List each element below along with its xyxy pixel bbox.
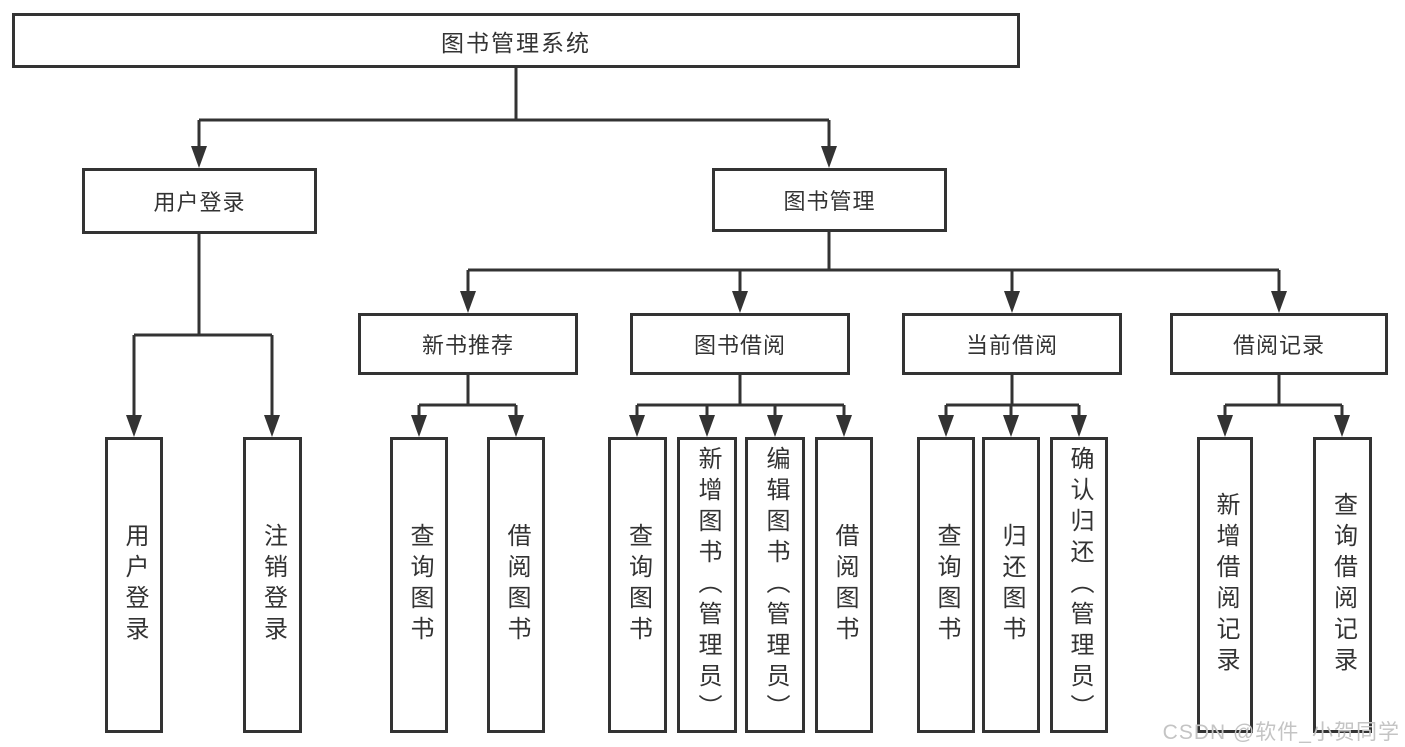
leaf-logout-login: 注销登录: [243, 437, 302, 733]
node-borrowing-records: 借阅记录: [1170, 313, 1388, 375]
leaf-query-books-borrowing: 查询图书: [608, 437, 667, 733]
leaf-return-books: 归还图书: [982, 437, 1040, 733]
leaf-add-borrow-record: 新增借阅记录: [1197, 437, 1253, 733]
leaf-query-borrow-record: 查询借阅记录: [1313, 437, 1372, 733]
leaf-query-books-recommend: 查询图书: [390, 437, 448, 733]
leaf-edit-books-admin: 编辑图书（管理员）: [745, 437, 805, 733]
node-book-borrowing: 图书借阅: [630, 313, 850, 375]
node-book-management: 图书管理: [712, 168, 947, 232]
leaf-confirm-return-admin: 确认归还（管理员）: [1050, 437, 1108, 733]
csdn-watermark: CSDN @软件_小贺同学: [1162, 721, 1400, 744]
leaf-add-books-admin: 新增图书（管理员）: [677, 437, 737, 733]
leaf-query-books-current: 查询图书: [917, 437, 975, 733]
leaf-borrow-books-borrowing: 借阅图书: [815, 437, 873, 733]
leaf-user-login: 用户登录: [105, 437, 163, 733]
node-user-login: 用户登录: [82, 168, 317, 234]
node-current-borrowing: 当前借阅: [902, 313, 1122, 375]
leaf-borrow-books-recommend: 借阅图书: [487, 437, 545, 733]
node-new-book-recommendation: 新书推荐: [358, 313, 578, 375]
node-book-management-system: 图书管理系统: [12, 13, 1020, 68]
